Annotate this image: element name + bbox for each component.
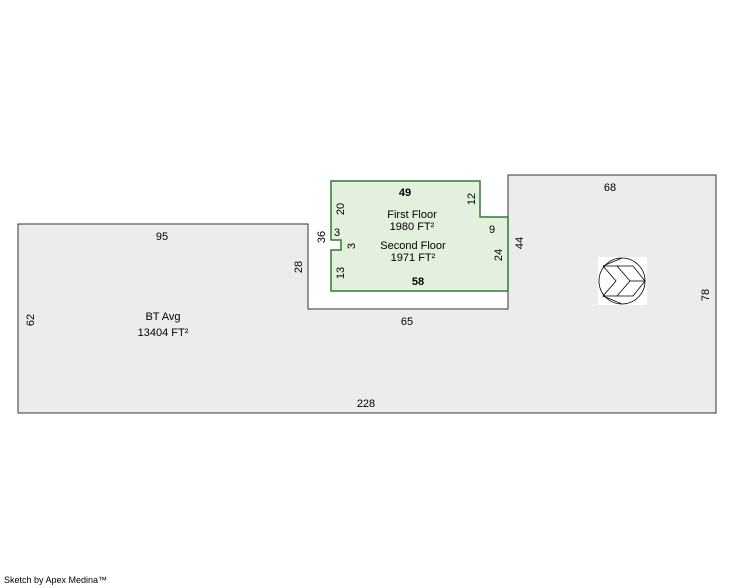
basement-outline — [17, 174, 717, 414]
first-floor-name: First Floor — [387, 209, 437, 221]
dim-basement-right-side: 78 — [700, 289, 712, 301]
dim-floors-right-side: 24 — [493, 249, 505, 261]
first-floor-area: 1980 FT² — [390, 221, 435, 233]
dim-basement-right-top: 68 — [604, 182, 616, 194]
floors-outline — [330, 180, 509, 292]
dim-floors-top: 49 — [399, 187, 411, 199]
dim-basement-inner-vertical: 28 — [293, 261, 305, 273]
dim-floors-bottom-left-side: 13 — [335, 267, 347, 279]
dim-basement-left-side: 62 — [25, 314, 37, 326]
north-arrow-icon — [598, 257, 647, 305]
sketch-credit: Sketch by Apex Medina™ — [4, 575, 108, 585]
dim-floors-notch-side: 3 — [346, 243, 358, 249]
dim-floors-left-overall: 36 — [316, 231, 328, 243]
dim-floors-step-over: 9 — [489, 224, 495, 236]
second-floor-name: Second Floor — [380, 240, 446, 252]
dim-floors-notch-top: 3 — [334, 227, 340, 239]
second-floor-area: 1971 FT² — [391, 252, 436, 264]
dim-floors-right-step-down: 12 — [466, 193, 478, 205]
dim-basement-bottom: 228 — [357, 398, 375, 410]
dim-floors-bottom: 58 — [412, 276, 424, 288]
dim-basement-left-top: 95 — [156, 231, 168, 243]
dim-floors-top-left-side: 20 — [335, 203, 347, 215]
dim-basement-inner-bottom: 65 — [401, 316, 413, 328]
dim-basement-right-inner: 44 — [514, 237, 526, 249]
basement-name: BT Avg — [145, 311, 180, 323]
basement-area: 13404 FT² — [138, 327, 189, 339]
